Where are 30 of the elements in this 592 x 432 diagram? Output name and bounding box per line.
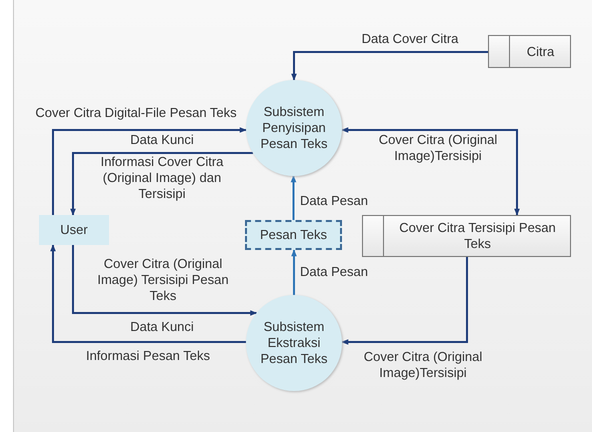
node-label: Pesan Teks bbox=[260, 227, 327, 243]
edge-label: Cover Citra (Original Image) Tersisipi Pesan Teks bbox=[96, 256, 230, 304]
arrow bbox=[72, 245, 258, 316]
edge-label: Data Pesan bbox=[300, 264, 369, 280]
flow-label: Data Kunci bbox=[129, 132, 195, 148]
edge-label: Cover Citra (Original Image)Tersisipi bbox=[362, 349, 484, 381]
external-entity-box bbox=[39, 215, 109, 245]
edge-label: Informasi Cover Citra (Original Image) dan Tersisipi bbox=[100, 154, 224, 202]
arrow bbox=[341, 257, 468, 345]
arrow bbox=[291, 51, 488, 81]
flow-label: Data Kunci bbox=[129, 319, 195, 335]
node-label: Subsistem Ekstraksi Pesan Teks bbox=[260, 319, 328, 367]
node-label: Cover Citra Tersisipi Pesan Teks bbox=[398, 220, 557, 252]
node-label: Subsistem Penyisipan Pesan Teks bbox=[260, 104, 328, 152]
arrow bbox=[50, 244, 246, 343]
edge-label: Data Pesan bbox=[300, 193, 369, 209]
node-label: User bbox=[60, 222, 88, 238]
edge-label: Cover Citra (Original Image)Tersisipi bbox=[378, 132, 498, 164]
dashed-box bbox=[245, 220, 342, 250]
arrow bbox=[290, 175, 296, 220]
edge-label: Cover Citra Digital-File Pesan Teks bbox=[34, 105, 238, 121]
arrow bbox=[52, 127, 247, 215]
edge-label: Data Cover Citra bbox=[360, 31, 460, 47]
arrow bbox=[341, 127, 520, 216]
edge-label: Informasi Pesan Teks bbox=[84, 348, 212, 364]
arrow bbox=[70, 152, 254, 216]
node-label: Citra bbox=[526, 44, 556, 60]
data-store bbox=[488, 35, 571, 68]
arrow bbox=[291, 249, 297, 295]
data-store bbox=[362, 215, 571, 257]
